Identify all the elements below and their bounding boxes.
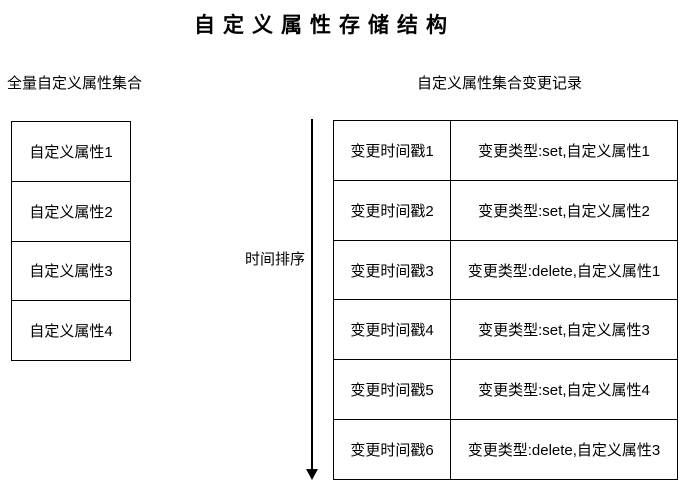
change-record-row: 变更时间戳3 变更类型:delete,自定义属性1	[334, 239, 677, 300]
change-record-row: 变更时间戳4 变更类型:set,自定义属性3	[334, 299, 677, 360]
change-type-cell: 变更类型:set,自定义属性4	[478, 382, 650, 400]
diagram-title: 自定义属性存储结构	[194, 14, 455, 37]
timeline-label: 时间排序	[245, 251, 306, 268]
timestamp-cell: 变更时间戳2	[334, 180, 451, 240]
right-section-header: 自定义属性集合变更记录	[417, 75, 583, 92]
timestamp-cell: 变更时间戳5	[334, 360, 451, 420]
attribute-row: 自定义属性2	[12, 180, 130, 241]
change-type-cell: 变更类型:set,自定义属性3	[478, 322, 650, 340]
change-type-cell: 变更类型:set,自定义属性1	[478, 142, 650, 160]
timestamp-cell: 变更时间戳1	[334, 121, 451, 180]
timestamp-cell: 变更时间戳6	[334, 420, 451, 479]
timestamp-cell: 变更时间戳3	[334, 240, 451, 300]
change-type-cell: 变更类型:delete,自定义属性1	[467, 262, 661, 280]
full-attribute-set-table: 自定义属性1 自定义属性2 自定义属性3 自定义属性4	[11, 121, 131, 361]
change-record-row: 变更时间戳6 变更类型:delete,自定义属性3	[334, 419, 677, 479]
change-record-row: 变更时间戳5 变更类型:set,自定义属性4	[334, 359, 677, 420]
change-type-cell: 变更类型:set,自定义属性2	[478, 202, 650, 220]
attribute-row: 自定义属性4	[12, 300, 130, 360]
left-section-header: 全量自定义属性集合	[7, 75, 143, 92]
change-type-cell: 变更类型:delete,自定义属性3	[467, 442, 661, 460]
change-record-row: 变更时间戳2 变更类型:set,自定义属性2	[334, 179, 677, 240]
timeline-arrow-line	[311, 119, 313, 470]
attribute-row: 自定义属性3	[12, 240, 130, 301]
down-arrowhead-icon	[306, 469, 318, 480]
timestamp-cell: 变更时间戳4	[334, 300, 451, 360]
attribute-row: 自定义属性1	[29, 143, 113, 161]
change-record-row: 变更时间戳1 变更类型:set,自定义属性1	[334, 121, 677, 180]
change-record-table: 变更时间戳1 变更类型:set,自定义属性1 变更时间戳2 变更类型:set,自…	[333, 120, 678, 480]
